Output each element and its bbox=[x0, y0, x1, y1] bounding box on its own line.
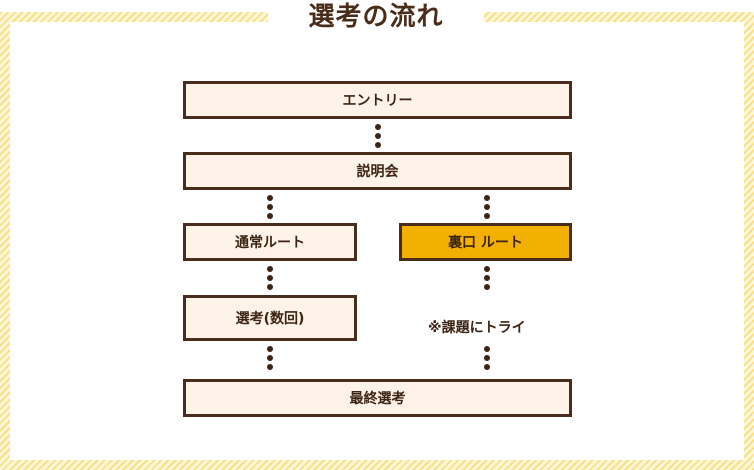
connector-regular-selection bbox=[267, 266, 273, 290]
node-final-selection: 最終選考 bbox=[183, 379, 572, 417]
connector-back-assignment bbox=[484, 266, 490, 290]
node-entry: エントリー bbox=[183, 81, 572, 119]
connector-entry-briefing bbox=[375, 124, 381, 148]
node-final-selection-label: 最終選考 bbox=[349, 391, 406, 407]
connector-briefing-regular bbox=[267, 195, 273, 219]
connector-briefing-back bbox=[484, 195, 490, 219]
node-back-route-label: 裏口 ルート bbox=[448, 235, 523, 251]
node-regular-route: 通常ルート bbox=[183, 223, 357, 261]
node-selection-multiple: 選考(数回) bbox=[183, 295, 357, 341]
page-title: 選考の流れ bbox=[308, 2, 444, 32]
connector-selection-final bbox=[267, 346, 273, 370]
note-assignment: ※課題にトライ bbox=[428, 317, 526, 337]
title-wrap: 選考の流れ bbox=[268, 0, 484, 34]
connector-assignment-final bbox=[484, 346, 490, 370]
node-briefing-label: 説明会 bbox=[356, 164, 399, 180]
node-back-route: 裏口 ルート bbox=[399, 223, 572, 261]
node-selection-multiple-label: 選考(数回) bbox=[235, 311, 305, 327]
node-entry-label: エントリー bbox=[342, 93, 413, 109]
node-regular-route-label: 通常ルート bbox=[235, 235, 305, 251]
node-briefing: 説明会 bbox=[183, 152, 572, 190]
note-assignment-label: ※課題にトライ bbox=[428, 320, 526, 336]
